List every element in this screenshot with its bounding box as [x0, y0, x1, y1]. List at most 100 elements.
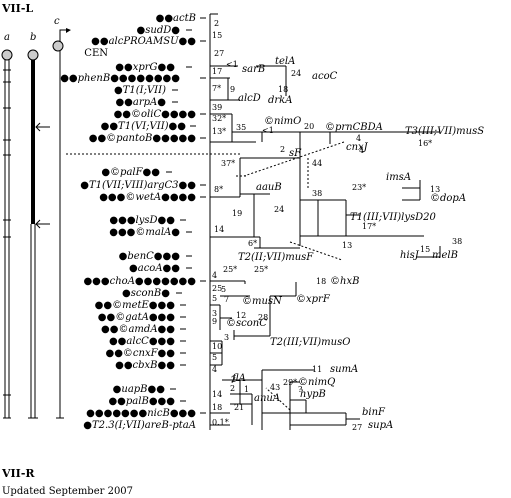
gene-label: cnxJ	[346, 142, 369, 153]
gene-label: T3(III;VII)musS	[405, 126, 484, 137]
gene-label: ©prnCBDA	[325, 122, 383, 133]
locus-label: ●●©cnxF●●	[105, 348, 175, 359]
distance-label: 13*	[212, 127, 226, 136]
distance-label: 7	[224, 295, 229, 304]
distance-label: 18	[278, 85, 288, 94]
locus-label: ●T1(VII;VIII)argC3●●	[80, 180, 196, 191]
distance-label: 5	[212, 353, 217, 362]
gene-label: ©sconC	[226, 318, 267, 329]
gene-label: T2(III;VII)musO	[270, 337, 350, 348]
locus-labels: ●●actB ●sudD● ●●alcPROAMSU●● CEN ●●xprG●…	[60, 13, 196, 431]
chromosome-column-b	[27, 49, 50, 419]
gene-label: ©musN	[242, 296, 283, 307]
locus-label: ●●alcC●●●	[109, 336, 175, 347]
gene-label: ©dopA	[430, 193, 466, 204]
distance-label: 43	[270, 383, 280, 392]
distance-label: 2	[230, 384, 235, 393]
distance-label: 25*	[223, 265, 237, 274]
distance-label: 24	[291, 69, 301, 78]
locus-label: ●●●●●●●nicB●●●	[86, 408, 196, 419]
distance-labels: 2 15 27 <1 17 7* 39 32* 13* 37* 8* 14 25…	[212, 19, 462, 432]
distance-label: 16*	[418, 139, 432, 148]
distance-label: 17*	[362, 222, 376, 231]
gene-label: binF	[362, 407, 386, 418]
column-label-b: b	[30, 32, 36, 43]
chromosome-column-c	[52, 28, 71, 419]
distance-label: 13	[430, 185, 440, 194]
distance-label: 9	[212, 317, 217, 326]
distance-label: 19	[232, 209, 242, 218]
distance-label: 18	[212, 403, 222, 412]
distance-label: 7*	[212, 84, 221, 93]
map-connectors	[219, 65, 441, 430]
distance-label: 24	[274, 205, 284, 214]
distance-label: 15	[212, 31, 222, 40]
distance-label: 14	[214, 225, 224, 234]
gene-label: aauB	[256, 182, 282, 193]
distance-label: 9	[230, 85, 235, 94]
distance-label: 5	[221, 285, 226, 294]
distance-label: 13	[342, 241, 352, 250]
gene-label: drkA	[268, 95, 292, 106]
distance-label: 11	[312, 365, 322, 374]
locus-label: ●●cbxB●●	[115, 360, 175, 371]
distance-label: 38	[312, 189, 322, 198]
gene-label: ©xprF	[296, 294, 331, 305]
locus-label: ●sconB●	[122, 288, 170, 299]
distance-label: 28	[258, 313, 268, 322]
gene-label: sumA	[330, 364, 358, 375]
distance-label: 15	[420, 245, 430, 254]
distance-label: 3	[212, 309, 217, 318]
locus-label: ●●phenB●●●●●●●●	[60, 73, 180, 84]
distance-label: 8*	[214, 185, 223, 194]
locus-label: ●●●©wetA●●●●	[99, 192, 196, 203]
distance-label: 4	[212, 271, 217, 280]
gene-label: sF	[289, 148, 302, 159]
distance-label: 12	[236, 311, 246, 320]
distance-label: 2	[231, 375, 236, 384]
locus-label: ●●●lysD●●	[109, 215, 175, 226]
locus-label: ●●T1(VI;VII)●●	[101, 121, 187, 132]
distance-label: 4	[356, 134, 361, 143]
locus-label: ●●actB	[156, 13, 196, 24]
distance-label: 21	[234, 403, 244, 412]
centromere-label: CEN	[84, 48, 108, 59]
gene-label: melB	[432, 250, 458, 261]
gene-label: hypB	[300, 389, 326, 400]
distance-label: 38	[452, 237, 462, 246]
distance-label: 35	[236, 123, 246, 132]
distance-label: 1	[244, 385, 249, 394]
distance-label: 3	[224, 333, 229, 342]
distance-label: 0.1*	[212, 418, 229, 427]
distance-label: ?	[298, 385, 302, 394]
gene-label: alcD	[238, 93, 261, 104]
locus-label: ●T2.3(I;VII)areB-ptaA	[83, 420, 196, 431]
distance-label: 17	[212, 67, 222, 76]
gene-label: T1(III;VII)lysD20	[350, 212, 437, 223]
gene-label: ©hxB	[330, 276, 359, 287]
gene-label: ©nimO	[264, 116, 301, 127]
distance-label: 2	[280, 145, 285, 154]
distance-label: 10	[212, 342, 222, 351]
distance-label: 32*	[212, 114, 226, 123]
gene-label: flA	[231, 373, 246, 384]
dashed-guides	[66, 141, 345, 411]
distance-label: <1	[262, 126, 274, 135]
gene-labels: sarB telA alcD drkA acoC ©nimO ©prnCBDA …	[226, 56, 484, 431]
distance-label: 37*	[221, 159, 235, 168]
locus-label: ●●©gatA●●●	[98, 312, 176, 323]
gene-label: imsA	[386, 172, 411, 183]
gene-label: hisJ	[400, 250, 420, 261]
locus-label: ●●palB●●●	[108, 396, 175, 407]
locus-label: ●●©metE●●●	[95, 300, 176, 311]
locus-label: ●T1(I;VII)	[114, 85, 166, 96]
gene-label: anuA	[254, 393, 280, 404]
distance-label: 27	[214, 49, 224, 58]
gene-label: T2(II;VII)musF	[238, 252, 314, 263]
section-bottom-label: VII-R	[1, 467, 35, 480]
main-map-line	[209, 13, 260, 430]
gene-label: supA	[368, 420, 393, 431]
locus-tick-marks	[166, 17, 206, 414]
distance-label: 25*	[254, 265, 268, 274]
